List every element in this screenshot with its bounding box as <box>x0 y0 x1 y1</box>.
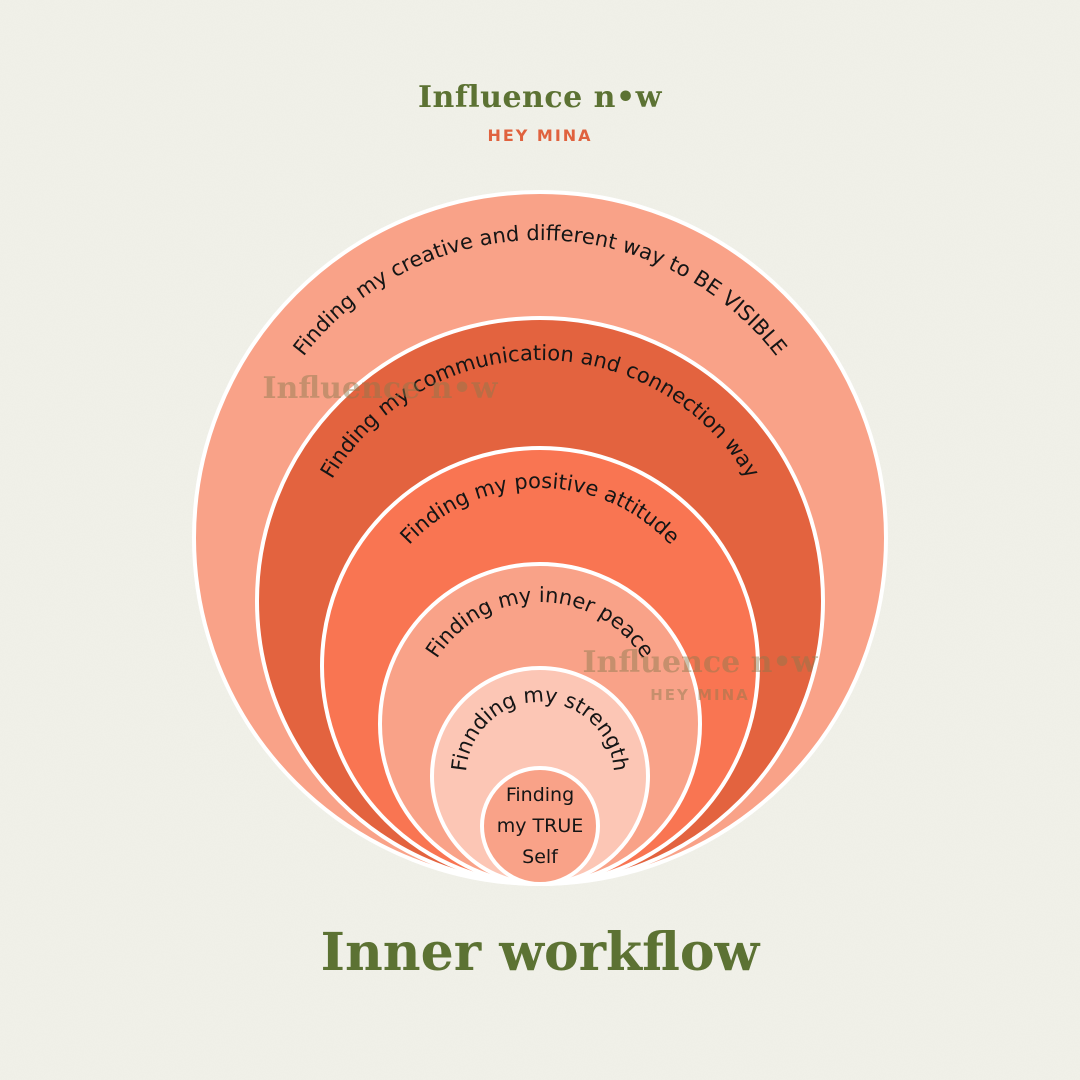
center-label: Finding my TRUE Self <box>497 784 584 868</box>
center-layer: Finding my TRUE Self <box>480 766 600 886</box>
brand-logo-name: Influence n•w <box>418 80 662 115</box>
center-label-line: Self <box>522 846 559 868</box>
watermark-lower-name: Influence n•w <box>583 645 819 680</box>
watermark-lower-subtitle: HEY MINA <box>650 686 750 704</box>
watermark-lower: Influence n•w HEY MINA <box>583 645 819 704</box>
brand-logo-subtitle: HEY MINA <box>487 126 593 145</box>
watermark-upper-name: Influence n•w <box>263 371 499 406</box>
center-label-line: Finding <box>506 784 574 806</box>
watermark-upper: Influence n•w <box>263 371 499 406</box>
center-label-line: my TRUE <box>497 815 584 837</box>
diagram-title: Inner workflow <box>320 922 760 983</box>
center-circle <box>480 766 600 886</box>
